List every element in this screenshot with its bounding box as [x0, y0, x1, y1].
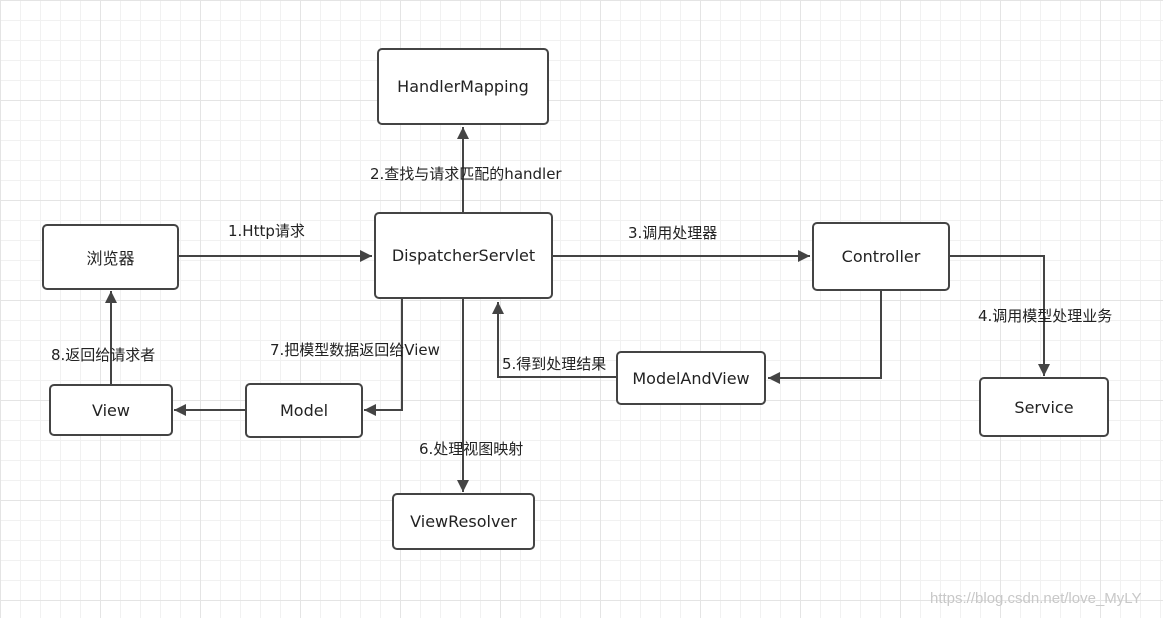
label-step5: 5.得到处理结果 — [502, 355, 607, 373]
node-view: View — [49, 384, 173, 436]
label-step1: 1.Http请求 — [228, 222, 305, 240]
node-controller: Controller — [812, 222, 950, 291]
edge-controller-to-modelandview — [768, 290, 882, 384]
label-step7: 7.把模型数据返回给View — [270, 341, 440, 359]
node-model: Model — [245, 383, 363, 438]
label-step2: 2.查找与请求匹配的handler — [370, 165, 562, 183]
node-view-resolver: ViewResolver — [392, 493, 535, 550]
node-browser: 浏览器 — [42, 224, 179, 290]
edge-modelandview-to-dispatcher — [492, 302, 617, 378]
node-handler-mapping: HandlerMapping — [377, 48, 549, 125]
watermark: https://blog.csdn.net/love_MyLY — [930, 590, 1142, 607]
node-model-and-view: ModelAndView — [616, 351, 766, 405]
node-dispatcher-servlet: DispatcherServlet — [374, 212, 553, 299]
node-service: Service — [979, 377, 1109, 437]
label-step8: 8.返回给请求者 — [51, 346, 156, 364]
label-step4: 4.调用模型处理业务 — [978, 307, 1113, 325]
edge-controller-to-service — [949, 255, 1050, 376]
edge-dispatcher-to-model — [364, 298, 403, 416]
label-step6: 6.处理视图映射 — [419, 440, 524, 458]
label-step3: 3.调用处理器 — [628, 224, 718, 242]
